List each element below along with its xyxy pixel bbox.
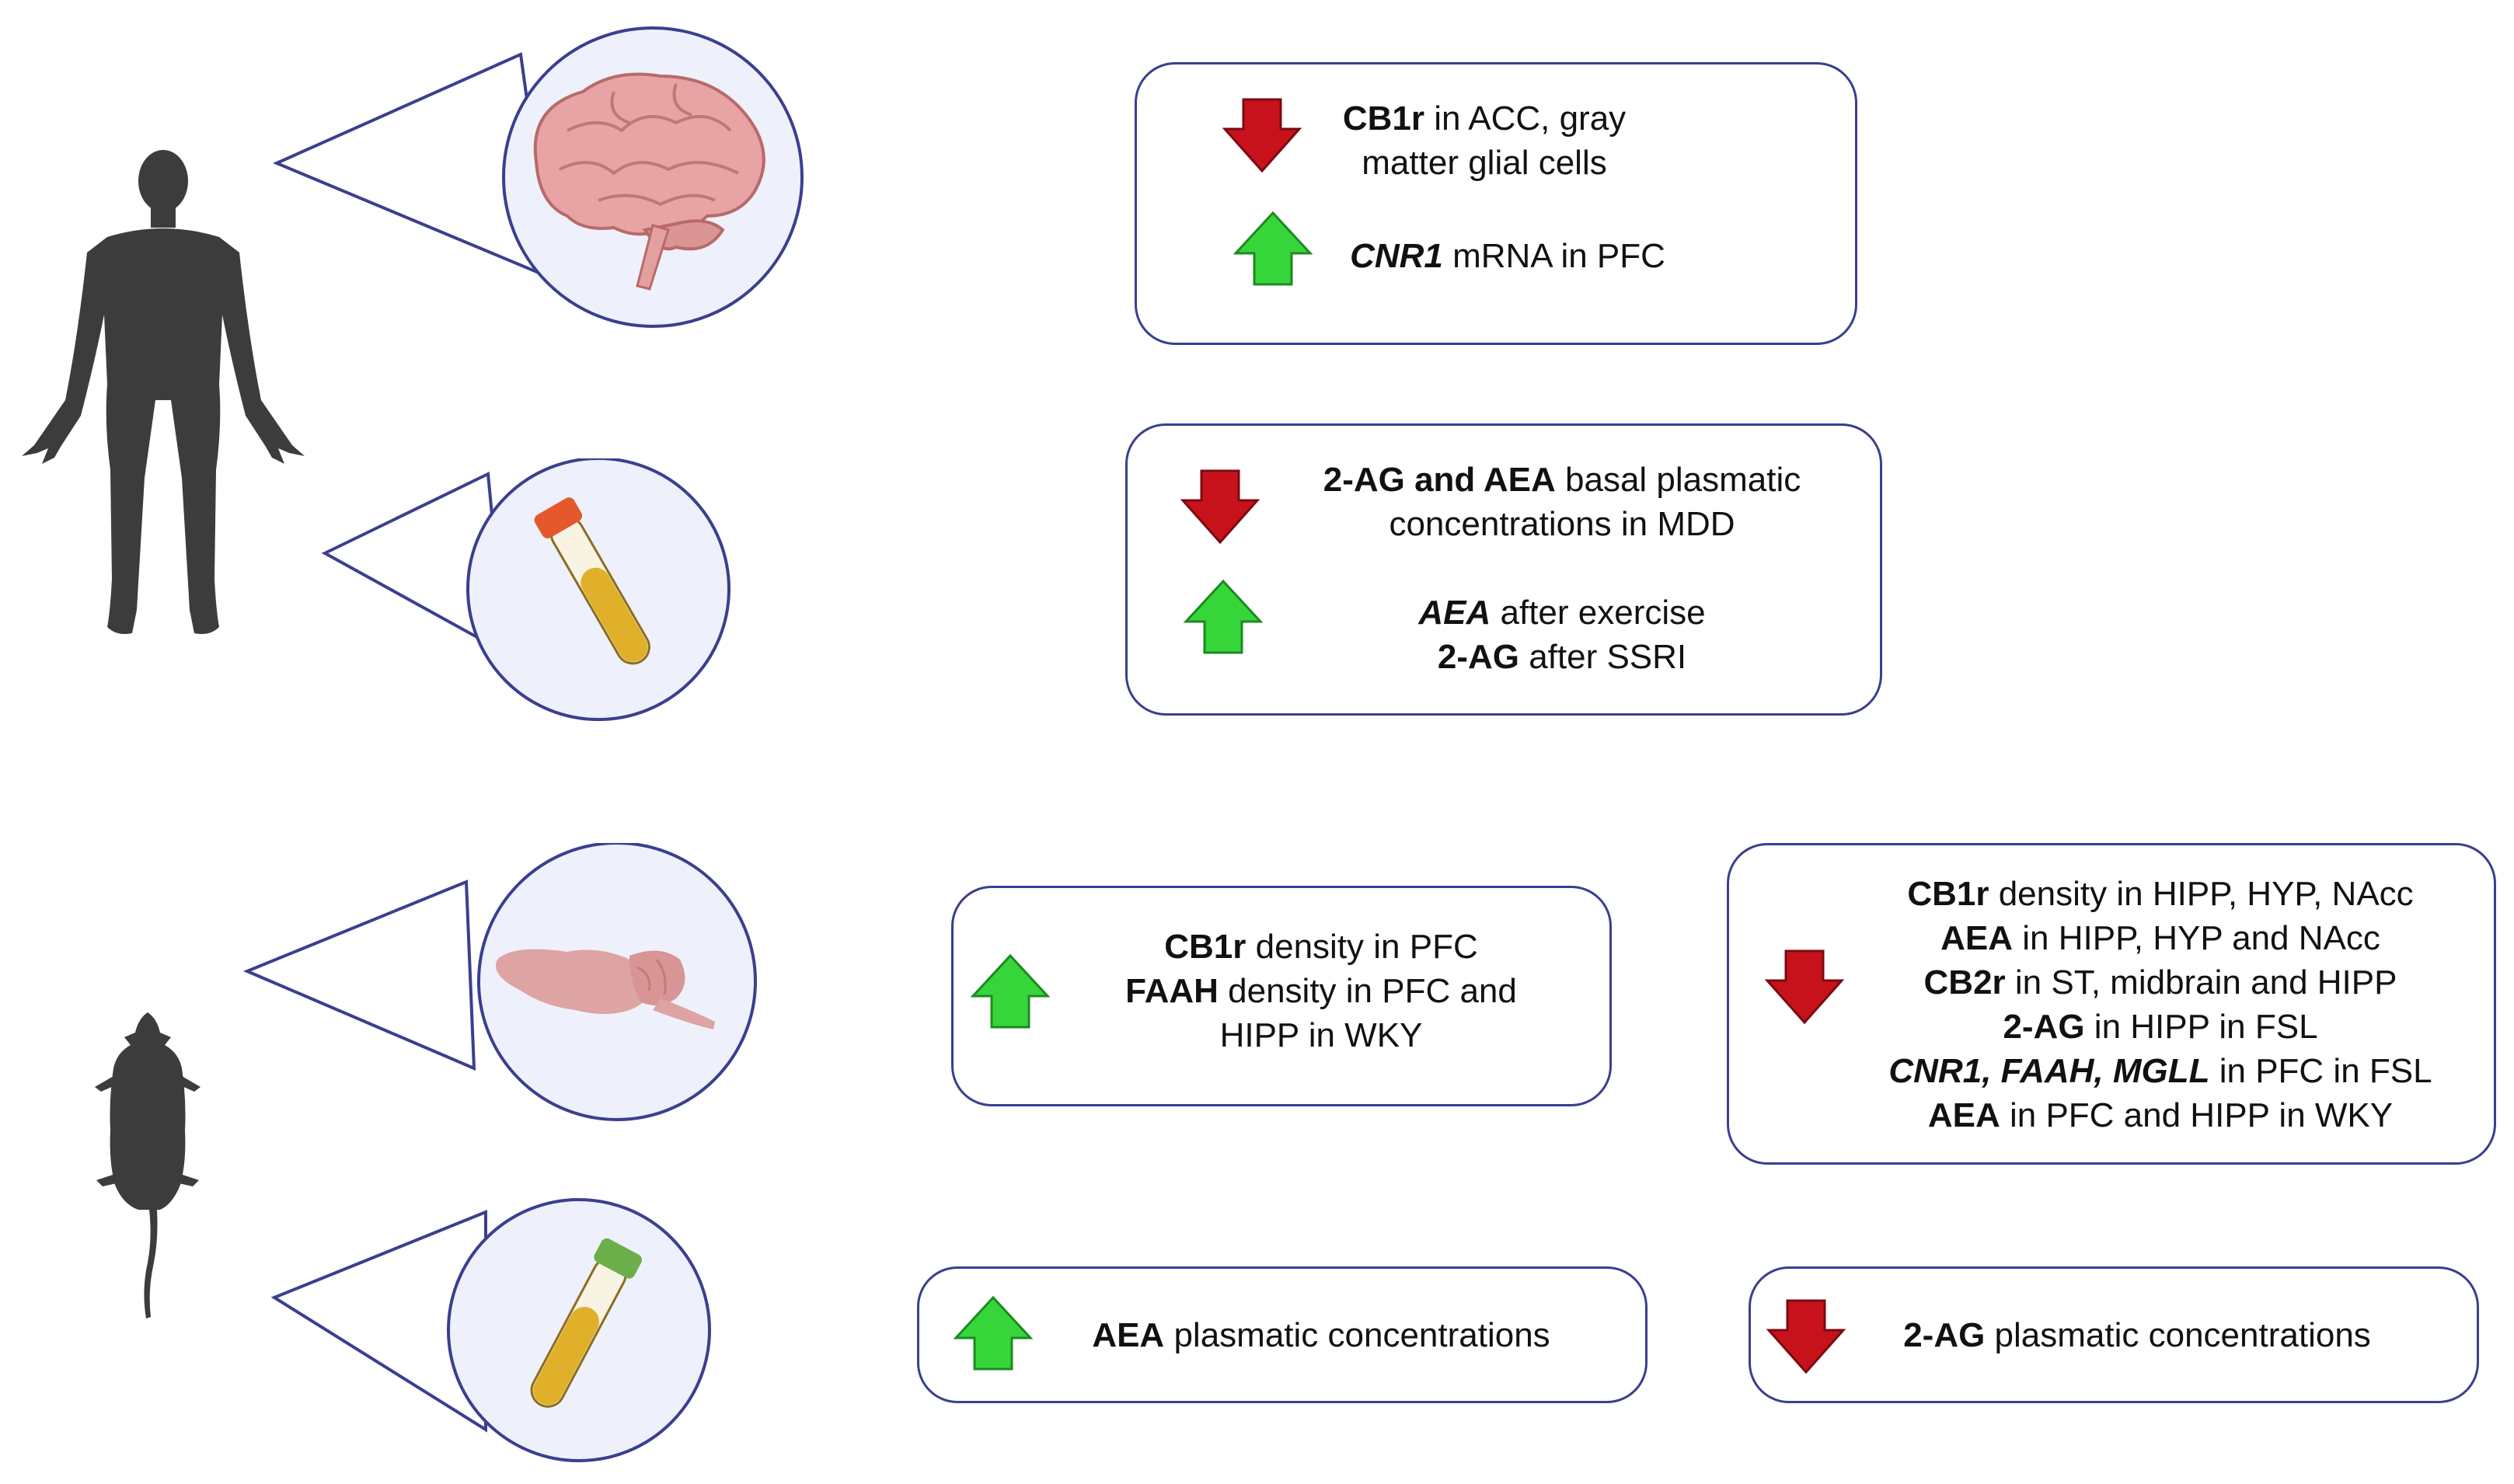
text-segment: after SSRI — [1519, 638, 1687, 676]
up-arrow-icon — [1233, 211, 1313, 286]
text-segment: density in HIPP, HYP, NAcc — [1989, 875, 2414, 913]
text-line: AEA after exercise — [1282, 590, 1842, 635]
text-line: CB1r in ACC, gray — [1282, 96, 1686, 141]
text-line: 2-AG plasmatic concentrations — [1865, 1313, 2409, 1357]
emphasized-term: CNR1 — [1350, 237, 1443, 275]
text-line: AEA plasmatic concentrations — [1049, 1313, 1593, 1357]
rat-blood-callout — [270, 1198, 711, 1462]
rat-brain-icon — [496, 949, 715, 1029]
emphasized-term: 2-AG — [1437, 638, 1519, 676]
emphasized-term: AEA — [1927, 1096, 2000, 1134]
emphasized-term: CB2r — [1923, 963, 2006, 1002]
up-arrow-icon — [970, 954, 1051, 1029]
emphasized-term: 2-AG — [1903, 1316, 1986, 1354]
up-arrow-icon — [1183, 580, 1264, 654]
emphasized-term: FAAH — [1125, 972, 1219, 1010]
text-line: matter glial cells — [1282, 141, 1686, 185]
down-arrow-icon — [1764, 949, 1845, 1024]
down-arrow-icon — [1180, 469, 1260, 544]
text-segment: HIPP in WKY — [1219, 1016, 1423, 1054]
text-segment: in PFC in FSL — [2209, 1052, 2432, 1090]
text-segment: mRNA in PFC — [1442, 237, 1665, 275]
rat-brain-callout — [242, 843, 757, 1121]
text-segment: density in PFC — [1246, 928, 1478, 966]
text-line: 2-AG in HIPP in FSL — [1850, 1005, 2471, 1049]
text-segment: plasmatic concentrations — [1164, 1316, 1550, 1354]
emphasized-term: CNR1, FAAH, MGLL — [1888, 1052, 2210, 1090]
emphasized-term: AEA — [1418, 594, 1491, 632]
emphasized-term: CB1r — [1907, 875, 1989, 913]
text-segment: in HIPP, HYP and NAcc — [2013, 919, 2380, 957]
text-segment: in PFC and HIPP in WKY — [2000, 1096, 2394, 1134]
emphasized-term: CB1r — [1342, 99, 1424, 138]
human-silhouette-icon — [22, 150, 305, 634]
emphasized-term: 2-AG and AEA — [1323, 461, 1556, 499]
text-line: 2-AG after SSRI — [1282, 635, 1842, 679]
text-line: concentrations in MDD — [1259, 502, 1865, 546]
emphasized-term: AEA — [1092, 1316, 1165, 1354]
text-segment: density in PFC and — [1218, 972, 1517, 1010]
text-line: FAAH density in PFC and — [1057, 969, 1585, 1013]
text-line: AEA in HIPP, HYP and NAcc — [1850, 916, 2471, 960]
rat-blood-decrease-text: 2-AG plasmatic concentrations — [1865, 1313, 2409, 1357]
text-segment: in ACC, gray — [1424, 99, 1627, 138]
text-line: CNR1, FAAH, MGLL in PFC in FSL — [1850, 1049, 2471, 1093]
text-segment: after exercise — [1491, 594, 1706, 632]
rat-silhouette-icon — [95, 1012, 200, 1319]
blood-tube-icon — [534, 497, 650, 665]
text-line: CNR1 mRNA in PFC — [1321, 234, 1694, 278]
up-arrow-icon — [953, 1296, 1034, 1371]
rat-blood-increase-box — [917, 1266, 1648, 1403]
text-segment: plasmatic concentrations — [1985, 1316, 2371, 1354]
text-segment: matter glial cells — [1362, 144, 1607, 182]
human-blood-callout — [321, 458, 730, 721]
human-brain-findings-box — [1135, 62, 1857, 345]
emphasized-term: AEA — [1940, 919, 2014, 957]
rat-blood-decrease-box — [1749, 1266, 2479, 1403]
text-line: CB1r density in HIPP, HYP, NAcc — [1850, 872, 2471, 916]
human-blood-findings-box — [1125, 423, 1882, 716]
text-line: AEA in PFC and HIPP in WKY — [1850, 1093, 2471, 1137]
rat-brain-decrease-box — [1727, 843, 2496, 1165]
text-line: CB2r in ST, midbrain and HIPP — [1850, 960, 2471, 1005]
blood-tube-icon — [530, 1238, 642, 1408]
text-segment: in ST, midbrain and HIPP — [2005, 963, 2397, 1002]
text-segment: basal plasmatic — [1555, 461, 1801, 499]
down-arrow-icon — [1222, 98, 1302, 172]
emphasized-term: CB1r — [1164, 928, 1247, 966]
human-brain-up-text: CNR1 mRNA in PFC — [1321, 234, 1694, 278]
rat-brain-increase-box — [951, 886, 1612, 1106]
down-arrow-icon — [1766, 1299, 1846, 1374]
rat-blood-increase-text: AEA plasmatic concentrations — [1049, 1313, 1593, 1357]
human-brain-icon — [533, 72, 765, 291]
text-line: HIPP in WKY — [1057, 1013, 1585, 1057]
text-segment: concentrations in MDD — [1389, 505, 1735, 543]
emphasized-term: 2-AG — [2003, 1008, 2085, 1046]
text-segment: in HIPP in FSL — [2084, 1008, 2318, 1046]
human-brain-callout — [272, 26, 804, 328]
text-line: CB1r density in PFC — [1057, 925, 1585, 969]
text-line: 2-AG and AEA basal plasmatic — [1259, 458, 1865, 502]
